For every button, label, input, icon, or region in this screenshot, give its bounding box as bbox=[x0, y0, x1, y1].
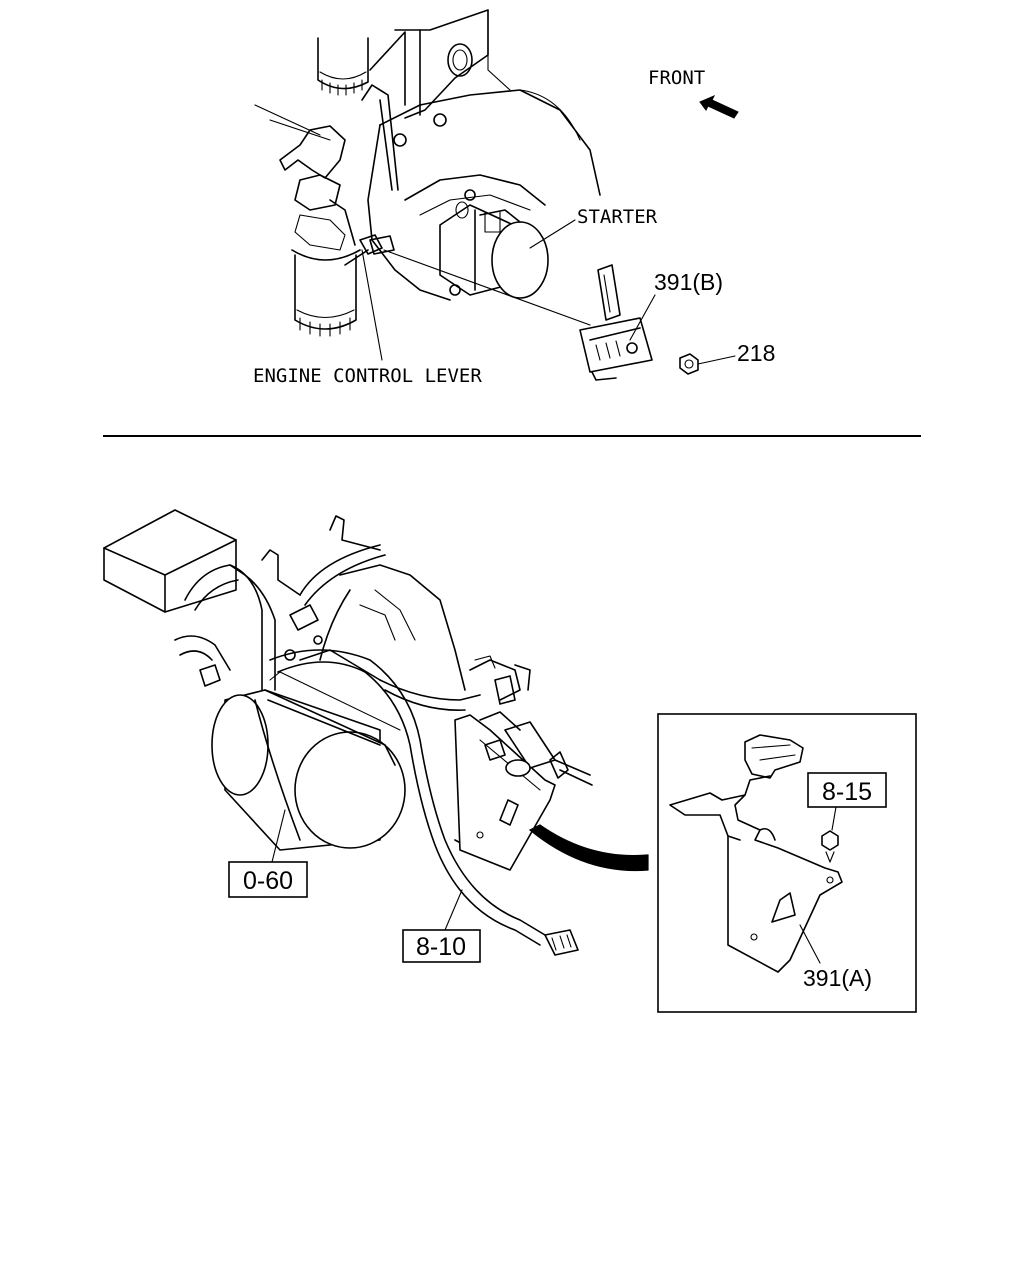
ref-0-60-leader bbox=[271, 809, 286, 863]
bracket-391a-main bbox=[454, 714, 556, 871]
engine-block bbox=[369, 9, 511, 119]
ref-8-15-label: 8-15 bbox=[822, 778, 872, 806]
bracket-391b bbox=[579, 264, 653, 381]
bracket-391a-detail bbox=[669, 734, 843, 973]
top-engine-view: FRONT STARTER 391(B) 218 ENGINE CONTROL … bbox=[253, 9, 775, 387]
bell-housing bbox=[367, 89, 601, 301]
bottom-bell-housing bbox=[284, 564, 466, 691]
ref-8-15-leader bbox=[831, 806, 837, 831]
lever-leader bbox=[361, 249, 383, 361]
part-391a-leader bbox=[799, 924, 821, 964]
starter-label: STARTER bbox=[577, 206, 658, 228]
lower-filter bbox=[291, 249, 361, 337]
connector-stud bbox=[369, 235, 395, 255]
engine-control-lever bbox=[254, 84, 399, 266]
ref-8-10-label: 8-10 bbox=[416, 933, 466, 961]
ref-8-15-box bbox=[807, 772, 887, 808]
part-218-label: 218 bbox=[737, 340, 775, 366]
front-arrow-icon bbox=[699, 95, 739, 119]
bottom-engine-view: 0-60 8-10 bbox=[103, 509, 649, 963]
nut-8-15-detail bbox=[821, 830, 839, 863]
part-218-leader bbox=[697, 355, 736, 365]
stud-leader-line bbox=[383, 249, 591, 326]
upper-brackets bbox=[261, 515, 386, 631]
ref-0-60-label: 0-60 bbox=[243, 867, 293, 895]
ref-8-10-leader bbox=[444, 889, 463, 931]
detail-arrow bbox=[528, 824, 649, 872]
control-box bbox=[103, 509, 237, 613]
front-label: FRONT bbox=[648, 67, 705, 89]
engine-control-lever-label: ENGINE CONTROL LEVER bbox=[253, 365, 482, 387]
starter-motor bbox=[439, 201, 549, 299]
ref-0-60-box bbox=[228, 861, 308, 898]
upper-filter bbox=[317, 37, 369, 96]
hoses bbox=[174, 564, 276, 691]
clip-hardware bbox=[469, 655, 531, 705]
nut-218 bbox=[679, 353, 699, 375]
part-391b-leader bbox=[629, 294, 656, 341]
part-391a-label: 391(A) bbox=[803, 965, 872, 991]
detail-inset: 8-15 391(A) bbox=[657, 713, 917, 1013]
harness-connector bbox=[544, 929, 579, 956]
starter-leader bbox=[529, 219, 576, 249]
bottom-starter-motor bbox=[211, 671, 406, 851]
ref-8-10-box bbox=[402, 929, 481, 963]
fuel-fitting bbox=[479, 711, 593, 786]
part-391b-label: 391(B) bbox=[654, 269, 723, 295]
